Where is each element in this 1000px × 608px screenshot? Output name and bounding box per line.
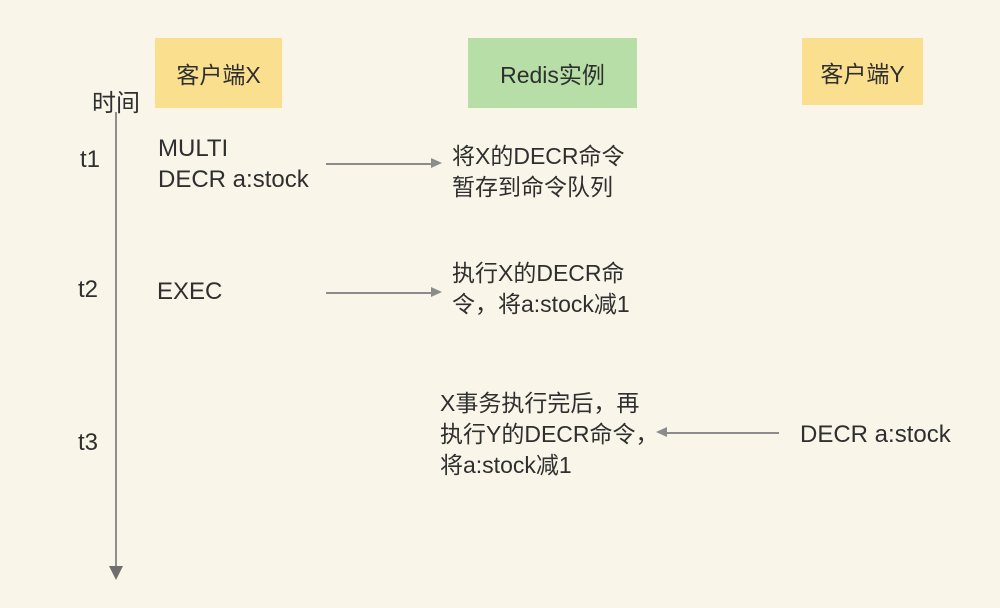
arrow-down-icon	[109, 566, 123, 580]
t3-redis-note: X事务执行完后，再 执行Y的DECR命令， 将a:stock减1	[440, 390, 659, 478]
time-axis-line	[115, 112, 117, 567]
tick-label-t1: t1	[80, 146, 101, 173]
tick-label-t2: t2	[78, 276, 99, 303]
arrow-right-icon	[326, 159, 442, 167]
t1-redis-note: 将X的DECR命令 暂存到命令队列	[452, 143, 625, 200]
tick-label-t3: t3	[78, 429, 99, 456]
actor-box-client-y: 客户端Y	[802, 38, 923, 105]
t1-client-x-commands: MULTI DECR a:stock	[158, 135, 309, 193]
t3-client-y-command: DECR a:stock	[800, 421, 951, 448]
actor-box-redis-instance: Redis实例	[468, 38, 637, 108]
actor-box-client-x: 客户端X	[155, 38, 282, 108]
t2-client-x-command: EXEC	[157, 278, 223, 305]
t2-redis-note: 执行X的DECR命 令，将a:stock减1	[452, 260, 630, 317]
arrow-right-icon	[326, 288, 442, 296]
arrow-left-icon	[656, 428, 779, 436]
